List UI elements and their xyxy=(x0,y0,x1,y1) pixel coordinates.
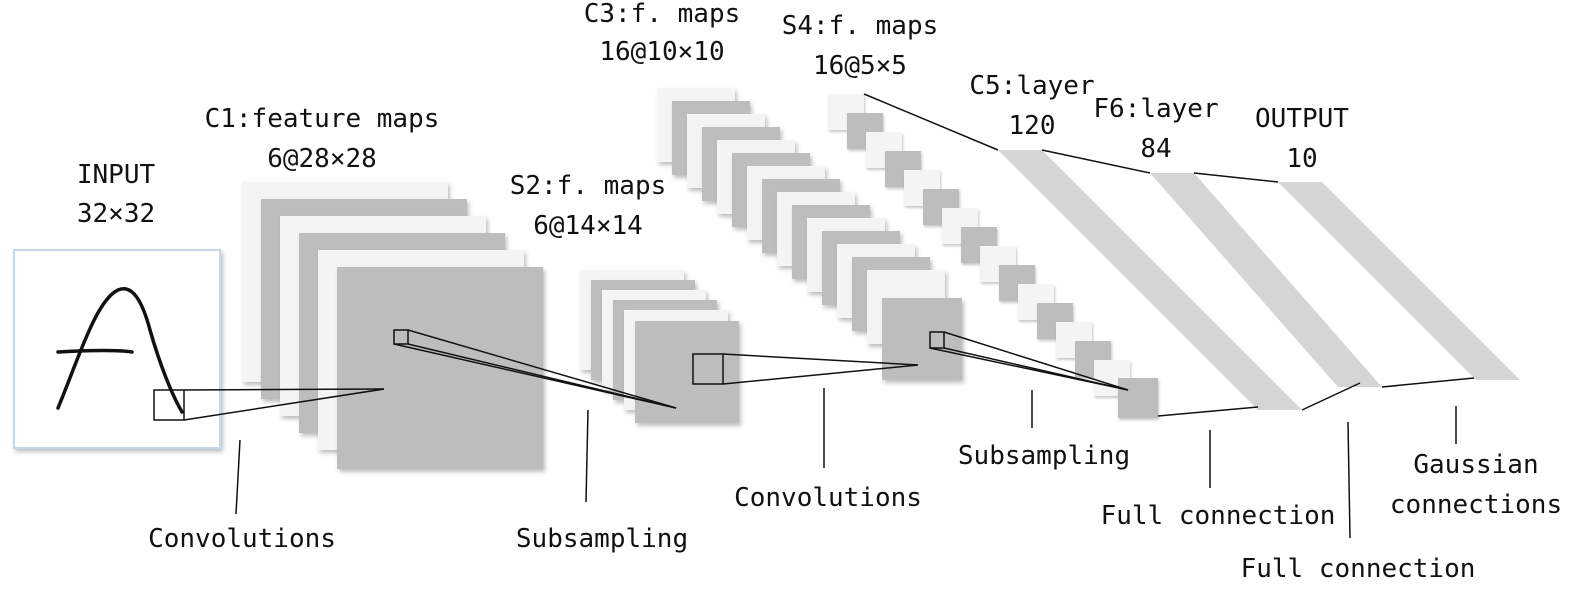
input-receptive-field xyxy=(153,389,185,421)
output-layer-vector xyxy=(1278,182,1520,380)
op-subsampling-2: Subsampling xyxy=(958,441,1130,471)
c3-receptive-field xyxy=(929,331,945,349)
c1-feature-maps xyxy=(242,182,543,469)
f6-size-label: 84 xyxy=(1140,134,1171,164)
c5-size-label: 120 xyxy=(1009,111,1056,141)
s2-feature-maps xyxy=(580,270,739,423)
f6-name-label: F6:layer xyxy=(1093,94,1218,124)
s4-feature-maps xyxy=(828,94,1158,418)
op-convolutions-2: Convolutions xyxy=(734,483,922,513)
op-convolutions-1: Convolutions xyxy=(148,524,336,554)
s4-name-label: S4:f. maps xyxy=(782,11,939,41)
c1-size-label: 6@28×28 xyxy=(267,144,377,174)
op-full-connection-2: Full connection xyxy=(1241,554,1476,584)
c3-feature-maps xyxy=(657,88,962,380)
op-gaussian-line2: connections xyxy=(1390,490,1562,520)
handwritten-letter-a xyxy=(56,287,184,414)
input-layer xyxy=(13,249,221,449)
c5-name-label: C5:layer xyxy=(969,71,1094,101)
f6-layer-vector xyxy=(1150,173,1382,387)
c1-receptive-field xyxy=(393,329,409,345)
input-size-label: 32×32 xyxy=(77,199,155,229)
op-gaussian-line1: Gaussian xyxy=(1413,450,1538,480)
s4-size-label: 16@5×5 xyxy=(813,51,907,81)
op-full-connection-1: Full connection xyxy=(1101,501,1336,531)
s2-name-label: S2:f. maps xyxy=(510,171,667,201)
connection-lines xyxy=(183,93,1475,421)
operation-pointers xyxy=(235,388,1457,539)
s2-size-label: 6@14×14 xyxy=(533,211,643,241)
output-name-label: OUTPUT xyxy=(1255,104,1349,134)
c3-name-label: C3:f. maps xyxy=(584,0,741,29)
c1-name-label: C1:feature maps xyxy=(205,104,440,134)
output-size-label: 10 xyxy=(1286,144,1317,174)
op-subsampling-1: Subsampling xyxy=(516,524,688,554)
s2-receptive-field xyxy=(692,353,724,385)
c3-size-label: 16@10×10 xyxy=(599,37,724,67)
input-name-label: INPUT xyxy=(77,160,156,190)
c5-layer-vector xyxy=(998,150,1302,410)
